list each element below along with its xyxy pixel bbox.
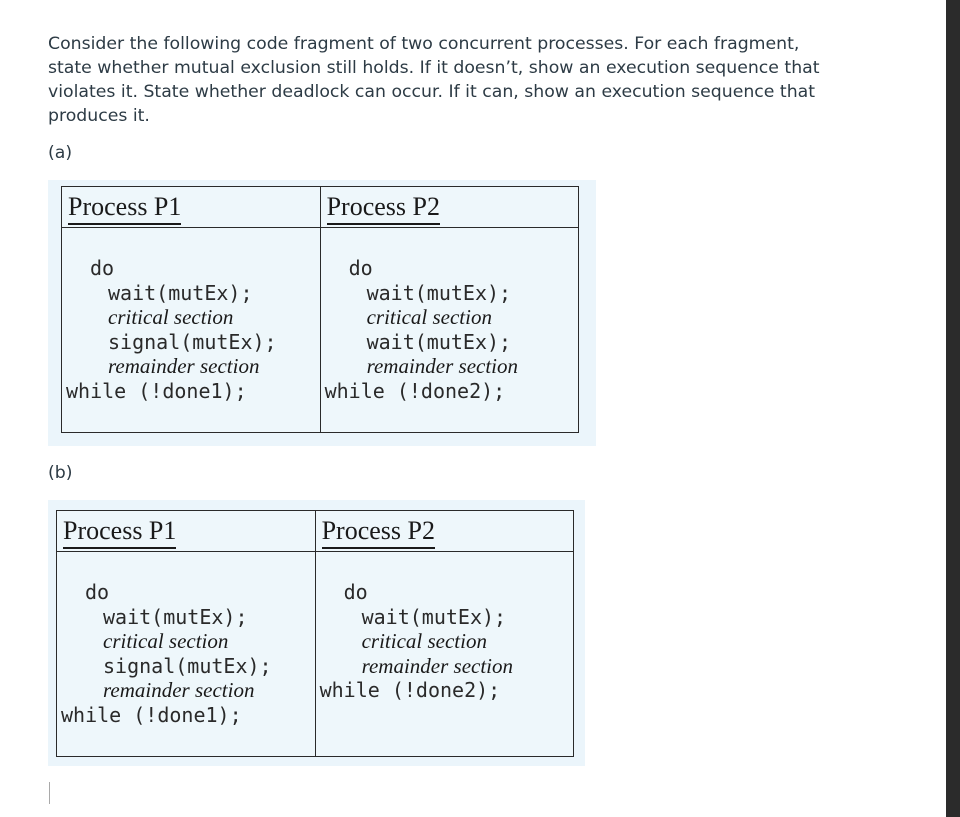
code-second-wait: wait(mutEx); — [366, 329, 512, 354]
code-do: do — [343, 580, 368, 604]
p1-header-cell: Process P1 — [61, 186, 321, 228]
code-remainder-section: remainder section — [103, 678, 255, 702]
code-table-b: Process P1 Process P2 do wait(mutEx); cr… — [56, 510, 575, 757]
code-while: while (!done2); — [324, 378, 506, 403]
code-table-a: Process P1 Process P2 do wait(mutEx); cr… — [61, 186, 580, 433]
scrollbar[interactable] — [946, 0, 960, 817]
code-critical-section: critical section — [366, 305, 492, 329]
p2-header-cell: Process P2 — [319, 186, 580, 228]
part-a-label: (a) — [48, 143, 73, 163]
p1-header-cell: Process P1 — [56, 510, 316, 552]
p1-code-cell: do wait(mutEx); critical section signal(… — [56, 551, 316, 757]
p1-code-cell: do wait(mutEx); critical section signal(… — [61, 227, 321, 433]
code-remainder-section: remainder section — [361, 653, 514, 678]
code-while: while (!done2); — [319, 678, 501, 702]
code-critical-section: critical section — [103, 629, 229, 653]
part-b-label: (b) — [48, 463, 73, 483]
code-do: do — [85, 580, 110, 604]
p2-code-cell: do wait(mutEx); critical section remaind… — [314, 551, 575, 757]
p2-code-cell: do wait(mutEx); critical section wait(mu… — [319, 227, 580, 433]
code-critical-section: critical section — [108, 305, 234, 329]
text-cursor[interactable] — [49, 782, 50, 804]
code-signal: signal(mutEx); — [103, 653, 272, 678]
p1-header: Process P1 — [63, 516, 177, 549]
question-text: Consider the following code fragment of … — [48, 34, 820, 126]
code-remainder-section: remainder section — [108, 354, 260, 378]
p2-header: Process P2 — [321, 516, 435, 549]
p1-header: Process P1 — [68, 192, 182, 225]
code-wait: wait(mutEx); — [108, 280, 253, 305]
code-wait: wait(mutEx); — [361, 604, 507, 629]
code-do: do — [348, 256, 373, 280]
code-signal: signal(mutEx); — [108, 329, 277, 354]
code-table-a-figure: Process P1 Process P2 do wait(mutEx); cr… — [48, 180, 596, 446]
code-wait: wait(mutEx); — [366, 280, 512, 305]
code-wait: wait(mutEx); — [103, 604, 248, 629]
code-do: do — [90, 256, 115, 280]
code-remainder-section: remainder section — [366, 354, 519, 378]
code-critical-section: critical section — [361, 629, 487, 653]
code-while: while (!done1); — [61, 702, 242, 727]
code-table-b-figure: Process P1 Process P2 do wait(mutEx); cr… — [48, 500, 585, 766]
p2-header-cell: Process P2 — [314, 510, 575, 552]
code-while: while (!done1); — [66, 378, 247, 403]
p2-header: Process P2 — [326, 192, 440, 225]
